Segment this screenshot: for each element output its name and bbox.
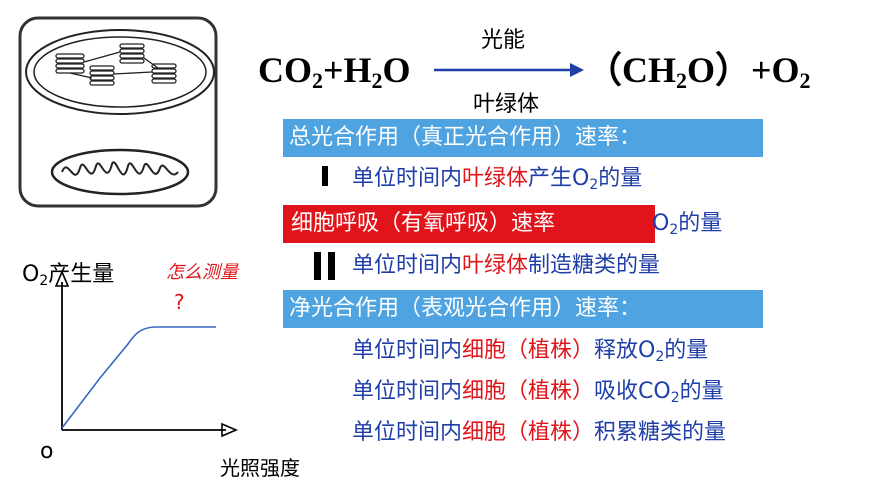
equation-reactants: CO2+H2O <box>258 50 411 93</box>
mitochondrion-icon <box>50 148 190 196</box>
gross-rate-heading: 总光合作用（真正光合作用）速率： <box>283 119 763 157</box>
equals-single-bar <box>322 166 328 186</box>
net-rate-line-2: 单位时间内细胞（植株）吸收CO2的量 <box>352 379 724 406</box>
chloroplast-icon <box>25 29 215 115</box>
respiration-rate-tail: O2的量 <box>652 211 723 238</box>
gross-rate-line: 单位时间内叶绿体产生O2的量 <box>352 166 643 193</box>
graph-origin: o <box>40 439 54 464</box>
net-rate-line-1: 单位时间内细胞（植株）释放O2的量 <box>352 338 709 365</box>
organelle-illustration <box>18 6 218 208</box>
gross-rate-line-2: 单位时间内叶绿体制造糖类的量 <box>352 253 661 278</box>
net-rate-heading: 净光合作用（表观光合作用）速率： <box>283 290 763 328</box>
respiration-rate-heading: 细胞呼吸（有氧呼吸）速率 <box>283 205 655 243</box>
equals-double-bar <box>314 252 336 280</box>
question-mark: ? <box>174 290 185 314</box>
graph-x-label: 光照强度 <box>220 456 300 480</box>
graph-y-label: O2产生量 <box>22 262 115 289</box>
condition-chloroplast-label: 叶绿体 <box>473 92 540 117</box>
condition-light-label: 光能 <box>481 28 526 53</box>
equation-products: （CH2O）+O2 <box>586 50 811 93</box>
photosynthesis-curve <box>61 326 216 429</box>
reaction-arrow <box>434 60 584 80</box>
light-response-graph <box>40 269 240 460</box>
net-rate-line-3: 单位时间内细胞（植株）积累糖类的量 <box>352 420 727 445</box>
how-to-measure-note: 怎么测量 <box>166 262 238 283</box>
